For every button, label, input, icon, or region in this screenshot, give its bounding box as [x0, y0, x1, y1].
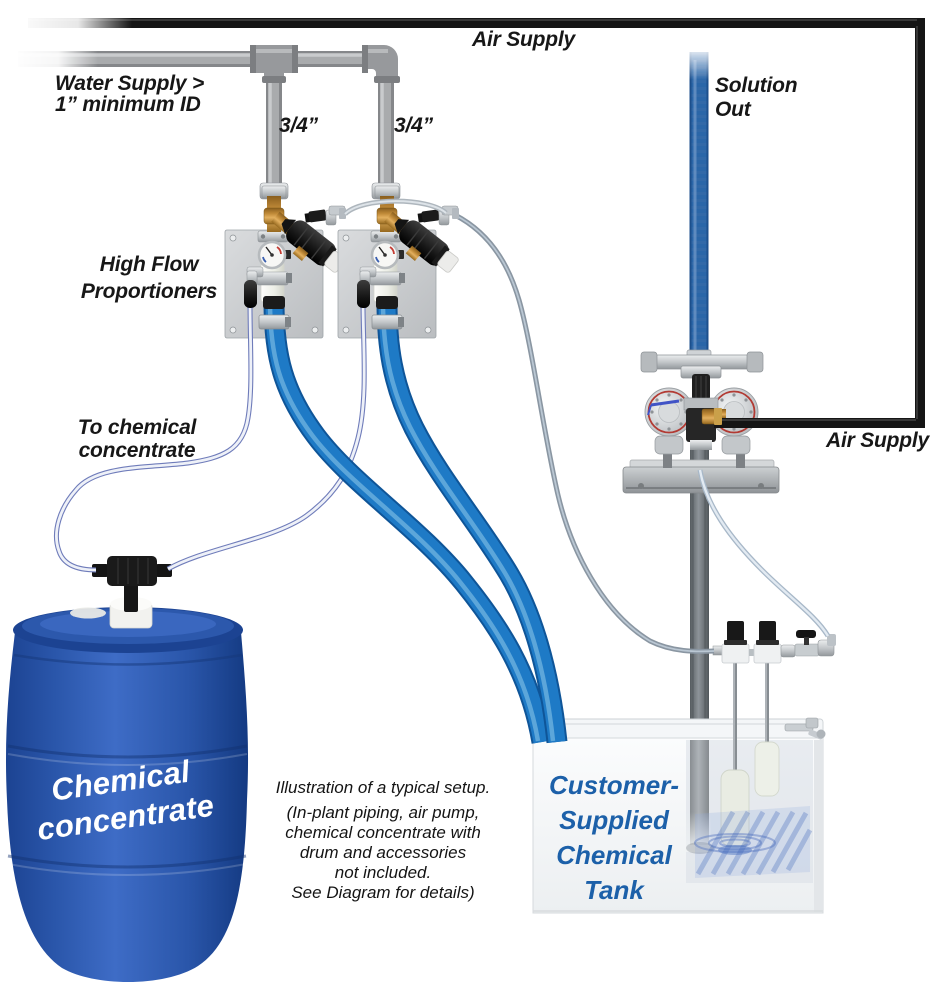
ball-valve-handle [796, 630, 816, 638]
diaphragm-pump [622, 349, 780, 494]
to-chemical-label: To chemical concentrate [77, 416, 197, 462]
solution-out-label: Solution Out [715, 74, 798, 121]
pipe-elbow-fitting [362, 45, 400, 83]
pipe-size-label-left: 3/4” [279, 114, 318, 137]
pump-cable-tie [650, 399, 680, 407]
chemical-tube-1 [53, 301, 254, 573]
air-supply-label-right: Air Supply [826, 429, 930, 452]
solution-hose-fade [687, 46, 712, 80]
tank-label: Customer- Supplied Chemical Tank [548, 770, 679, 905]
drum-suction-tee [92, 556, 172, 612]
tank-rim-bracket [784, 717, 826, 740]
water-supply-label: Water Supply > 1” minimum ID [55, 72, 205, 116]
pipe-tee-fitting [250, 45, 298, 83]
pickup-block-1 [721, 643, 750, 664]
air-supply-label-top: Air Supply [472, 28, 576, 51]
pickup-block-2 [753, 643, 782, 664]
chemical-inlet-grip-1 [244, 280, 257, 308]
air-pipe-fade [12, 12, 132, 34]
hose-cap-2 [376, 296, 398, 309]
solution-out-hose [689, 52, 709, 362]
chemical-drum [5, 597, 249, 983]
hose-clamp-1 [258, 314, 291, 330]
pipe-size-label-right: 3/4” [394, 114, 433, 137]
tank-pickup-manifold [694, 621, 836, 878]
foot-strainer-2 [754, 741, 780, 797]
discharge-hose-2 [376, 300, 568, 744]
proportioners-label: High Flow Proportioners [80, 253, 218, 303]
drum-flat-bung [70, 607, 106, 619]
chemical-inlet-grip-2 [357, 280, 370, 308]
transfer-tube [453, 212, 715, 654]
hose-clamp-2 [371, 314, 404, 330]
discharge-hose-1 [263, 300, 553, 744]
water-pipe-fade [10, 45, 98, 73]
hose-cap-1 [263, 296, 285, 309]
chemical-tube-2 [166, 301, 367, 572]
setup-note: Illustration of a typical setup. (In-pla… [275, 778, 491, 902]
manifold-ball-valve [794, 643, 820, 657]
air-supply-pipe [28, 18, 925, 428]
tank-liquid-surface [695, 806, 813, 878]
interconnect-tube [343, 198, 448, 216]
pump-suction-tube [697, 469, 831, 638]
